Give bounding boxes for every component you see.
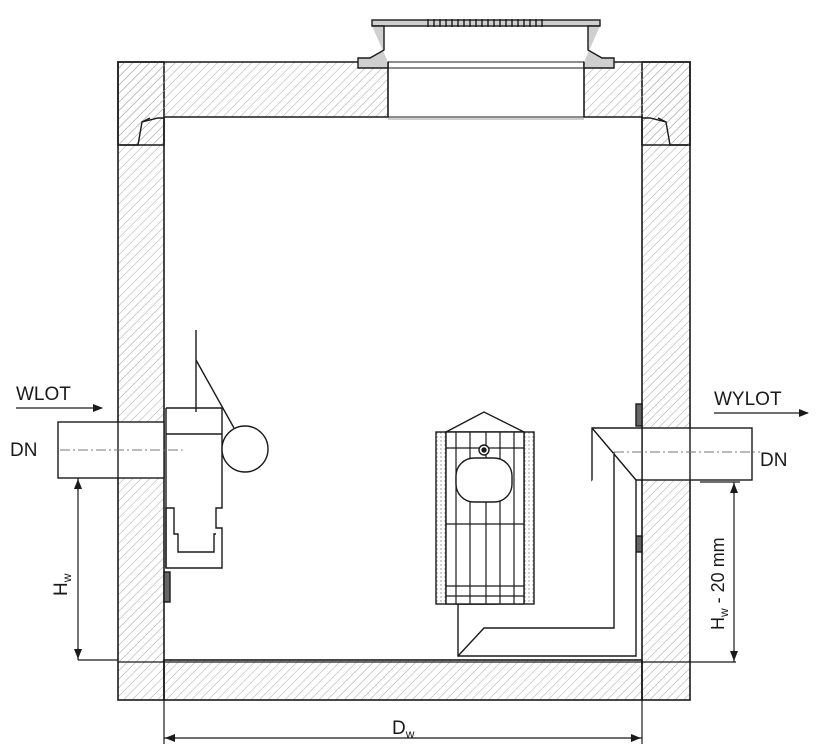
float-switch [195, 330, 269, 473]
outlet-pipe [457, 427, 760, 657]
dn-label-left: DN [10, 440, 37, 461]
pump-strainer [435, 411, 535, 605]
inlet-label: WLOT [16, 384, 71, 405]
left-wall [117, 61, 165, 701]
dimension-lines [16, 404, 809, 744]
dw-main: D [392, 718, 406, 739]
dn-label-right: DN [760, 450, 787, 471]
outlet-label: WYLOT [714, 389, 782, 410]
hw2-sub: w [717, 608, 731, 618]
top-slab-left [117, 61, 389, 146]
manhole-cover [357, 19, 615, 120]
inlet-tee-fitting [165, 407, 223, 569]
svg-text:Hw - 20 mm: Hw - 20 mm [708, 537, 731, 630]
bottom-slab [163, 659, 643, 701]
dw-sub: w [405, 727, 415, 741]
hw-main: H [51, 582, 72, 596]
hw-minus-20-dimension-label: Hw - 20 mm [708, 537, 731, 630]
hw-dimension-label: Hw [51, 573, 74, 596]
svg-text:Hw: Hw [51, 573, 74, 596]
hw2-suffix: - 20 mm [708, 537, 728, 608]
dw-dimension-label: Dw [392, 718, 415, 741]
hw2-main: H [708, 617, 728, 630]
hw-sub: w [60, 573, 74, 583]
grate-slots [427, 19, 543, 27]
chamber-walls [117, 61, 691, 701]
haunches [120, 117, 688, 146]
top-slab-right [583, 61, 691, 146]
right-wall [641, 61, 691, 701]
